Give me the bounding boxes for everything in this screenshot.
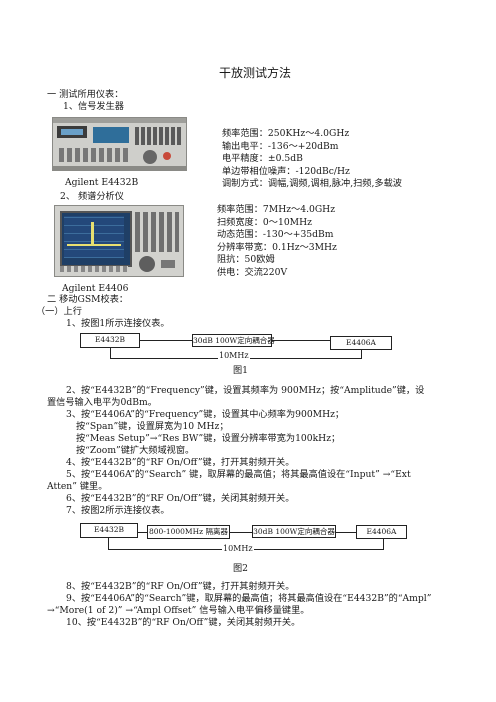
step-5-line-2: Atten” 键里。 [47,481,108,492]
fig2-connector-1 [138,532,147,533]
subsection-spectrum-analyzer: 2、 频谱分析仪 [60,191,124,202]
fig1-coupler-box: 30dB 100W定向耦合器 [192,334,275,347]
fig2-e4432b-box: E4432B [80,523,138,538]
fig2-connector-2 [230,532,252,533]
fig1-ref-label: 10MHz [218,351,250,360]
gen-spec-output-level: 输出电平：-136～+20dBm [222,140,339,152]
step-3-line-4: 按“Zoom”键扩大频域视窗。 [76,445,195,456]
sa-spec-span: 扫频宽度：0～10MHz [217,216,312,228]
figure-1-caption: 图1 [233,365,249,376]
section-2-heading: 二 移动GSM校表： [47,294,129,305]
fig1-ref-line-right [361,350,362,359]
fig2-isolator-box: 800-1000MHz 隔离器 [147,525,230,539]
fig1-ref-line-left [110,348,111,359]
figure-2-caption: 图2 [233,563,249,574]
gen-spec-frequency: 频率范围：250KHz～4.0GHz [222,128,350,139]
fig1-e4432b-box: E4432B [80,333,140,348]
sa-spec-power: 供电：交流220V [217,267,288,278]
step-2-line-1: 2、按“E4432B”的“Frequency”键，设置其频率为 900MHz；按… [66,385,425,396]
sa-spec-frequency: 频率范围：7MHz～4.0GHz [217,204,336,215]
step-10: 10、按“E4432B”的“RF On/Off”键，关闭其射频开关。 [66,617,301,628]
fig2-coupler-box: 30dB 100W定向耦合器 [252,525,336,538]
fig2-e4406a-box: E4406A [356,525,407,539]
fig2-ref-label: 10MHz [222,544,254,553]
fig2-connector-3 [336,532,356,533]
section-1-heading: 一 测试所用仪表： [47,89,124,100]
gen-spec-phase-noise: 单边带相位噪声：-120dBc/Hz [222,165,350,177]
page-title: 干放测试方法 [219,66,292,80]
step-5-line-1: 5、按“E4406A”的“Search” 键，取屏幕的最高值；将其最高值设在“I… [66,469,411,480]
step-9-line-1: 9、按“E4406A”的“Search”键，取屏幕的最高值；将其最高值设在“E4… [66,593,432,604]
fig2-ref-line-right [383,539,384,550]
fig1-connector-2 [272,340,330,341]
step-7: 7、按图2所示连接仪表。 [66,505,170,516]
step-6: 6、按“E4432B”的“RF On/Off”键，关闭其射频开关。 [66,493,295,504]
step-3-line-1: 3、按“E4406A”的“Frequency”键，设置其中心频率为900MHz； [66,409,345,420]
sa-spec-rbw: 分辨率带宽：0.1Hz～3MHz [217,241,337,253]
subsection-signal-generator: 1、信号发生器 [63,101,124,112]
step-8: 8、按“E4432B”的“RF On/Off”键，打开其射频开关。 [66,581,295,592]
step-9-line-2: →“More(1 of 2)” →“Ampl Offset” 信号输入电平偏移量… [47,605,310,616]
spectrum-analyzer-caption: Agilent E4406 [62,283,129,294]
step-3-line-3: 按“Meas Setup”→“Res BW”键，设置分辨率带宽为100kHz； [76,433,341,444]
sa-spec-impedance: 阻抗：50欧姆 [217,254,275,266]
fig2-ref-line-left [108,538,109,550]
step-4: 4、按“E4432B”的“RF On/Off”键，打开其射频开关。 [66,457,295,468]
gen-spec-level-accuracy: 电平精度：±0.5dB [222,153,303,164]
subsection-uplink: （一）上行 [36,306,82,317]
step-3-line-2: 按“Span”键，设置屏宽为10 MHz； [76,421,229,432]
step-1: 1、按图1所示连接仪表。 [66,318,170,329]
sa-spec-dynamic-range: 动态范围：-130～+35dBm [217,229,334,241]
signal-generator-caption: Agilent E4432B [65,177,139,188]
step-2-line-2: 置信号输入电平为0dBm。 [47,397,157,408]
fig1-e4406a-box: E4406A [330,336,392,350]
spectrum-analyzer-image [54,205,184,277]
gen-spec-modulation: 调制方式：调幅,调频,调相,脉冲,扫频,多载波 [222,178,402,189]
fig1-connector-1 [140,340,192,341]
signal-generator-image [52,117,187,171]
